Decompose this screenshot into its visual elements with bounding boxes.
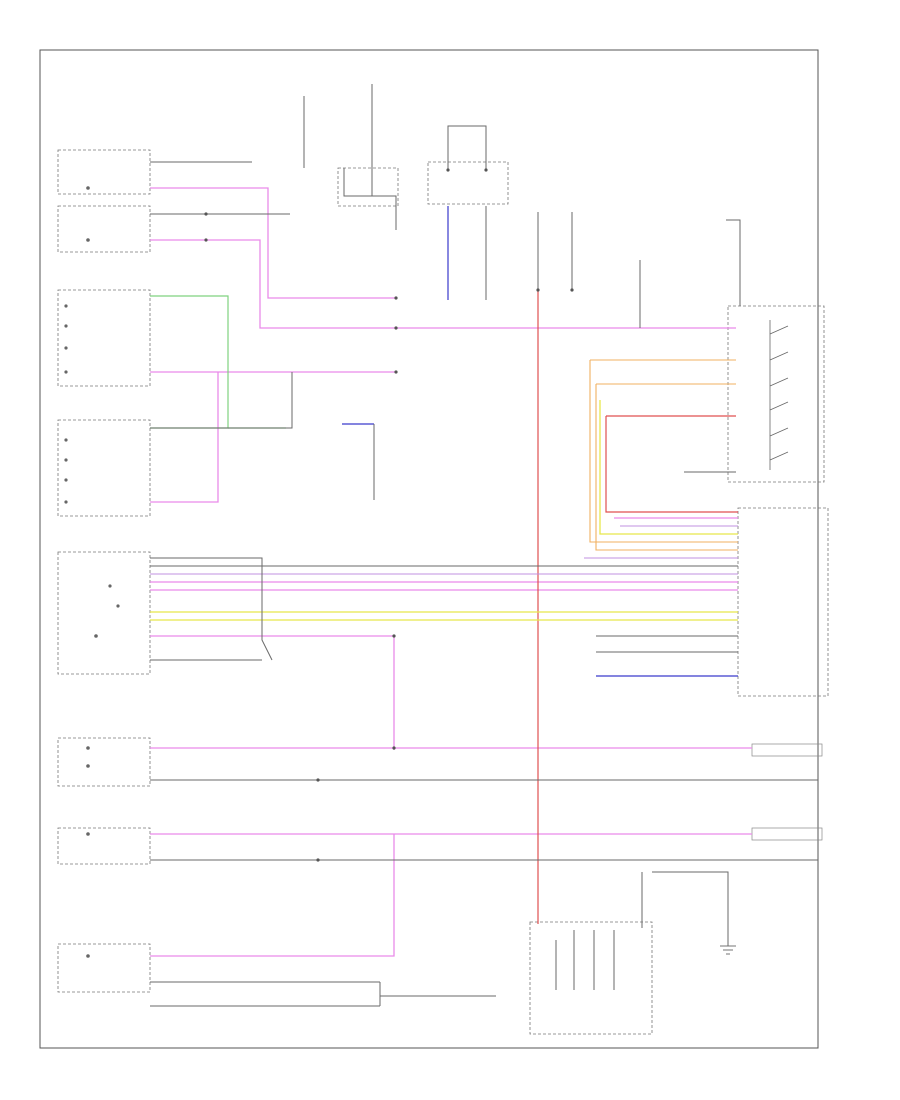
component-box-bottom-module xyxy=(529,921,653,1035)
yellow-wires xyxy=(150,400,738,621)
pink-wire xyxy=(150,635,395,750)
contact-dot xyxy=(64,324,68,328)
ground-symbol xyxy=(720,945,736,955)
pink-wire xyxy=(150,187,396,299)
contact-dot xyxy=(108,584,112,588)
splice-node xyxy=(570,288,574,292)
gray-wire xyxy=(343,168,397,230)
component-box-pedal-lamp xyxy=(57,943,151,993)
gray-wire xyxy=(150,372,293,429)
splice-node xyxy=(446,168,450,172)
component-box-left-rear-switch xyxy=(57,827,151,865)
splice-node xyxy=(484,168,488,172)
component-box-headlamp-switch xyxy=(57,551,151,675)
splice-node xyxy=(394,326,398,330)
component-box-second-left xyxy=(57,205,151,253)
component-box-dimmer-switch xyxy=(57,289,151,387)
gray-wire xyxy=(447,125,487,170)
component-box-right-relay xyxy=(727,305,825,483)
pink-wires xyxy=(150,187,752,957)
contact-dot xyxy=(64,346,68,350)
splice-node xyxy=(316,858,320,862)
contact-dot xyxy=(86,954,90,958)
gray-wire xyxy=(652,871,729,946)
relay-contact xyxy=(769,377,789,387)
splice-node xyxy=(204,238,208,242)
diagram-frame xyxy=(39,49,819,1049)
component-box-rear-defrost xyxy=(751,743,823,757)
contact-dot xyxy=(64,438,68,442)
contact-dot xyxy=(94,634,98,638)
contact-dot xyxy=(86,832,90,836)
contact-dot xyxy=(64,304,68,308)
relay-contact xyxy=(769,427,789,437)
contact-dot xyxy=(64,478,68,482)
green-wire xyxy=(150,295,229,429)
red-wires xyxy=(537,290,738,924)
splice-node xyxy=(536,288,540,292)
splice-node xyxy=(394,370,398,374)
contact-dot xyxy=(64,458,68,462)
switch-contacts xyxy=(64,186,120,958)
splice-node xyxy=(392,634,396,638)
pink-wire xyxy=(150,239,736,329)
pink-wire xyxy=(150,834,395,957)
orange-wires xyxy=(589,359,738,551)
splice-node xyxy=(394,296,398,300)
contact-dot xyxy=(86,186,90,190)
relay-contact xyxy=(769,325,789,335)
blue-wires xyxy=(342,206,738,677)
contact-dot xyxy=(64,370,68,374)
connector-nodes xyxy=(204,168,574,862)
contact-dot xyxy=(64,500,68,504)
contact-dot xyxy=(86,746,90,750)
yellow-wire xyxy=(599,400,738,535)
relay-contact xyxy=(769,451,789,461)
splice-node xyxy=(316,778,320,782)
red-wire xyxy=(605,416,738,513)
orange-wire xyxy=(589,360,738,543)
relay-contacts xyxy=(769,320,789,470)
component-box-top-left xyxy=(57,149,151,195)
component-box-seat-heat-switch xyxy=(57,737,151,787)
splice-node xyxy=(204,212,208,216)
orange-wire xyxy=(595,384,738,551)
component-box-instrument-cluster xyxy=(737,507,829,697)
pink-wire xyxy=(150,372,219,503)
gray-wire xyxy=(150,557,273,661)
gray-wire xyxy=(726,219,741,306)
contact-dot xyxy=(86,238,90,242)
component-box-left-switch xyxy=(57,419,151,517)
relay-contact xyxy=(769,401,789,411)
gray-wires xyxy=(150,84,818,1007)
component-box-relay-top xyxy=(427,161,509,205)
contact-dot xyxy=(86,764,90,768)
component-box-fuse-top xyxy=(337,167,399,207)
component-box-passenger-switch xyxy=(751,827,823,841)
contact-dot xyxy=(116,604,120,608)
relay-contact xyxy=(769,351,789,361)
splice-node xyxy=(392,746,396,750)
